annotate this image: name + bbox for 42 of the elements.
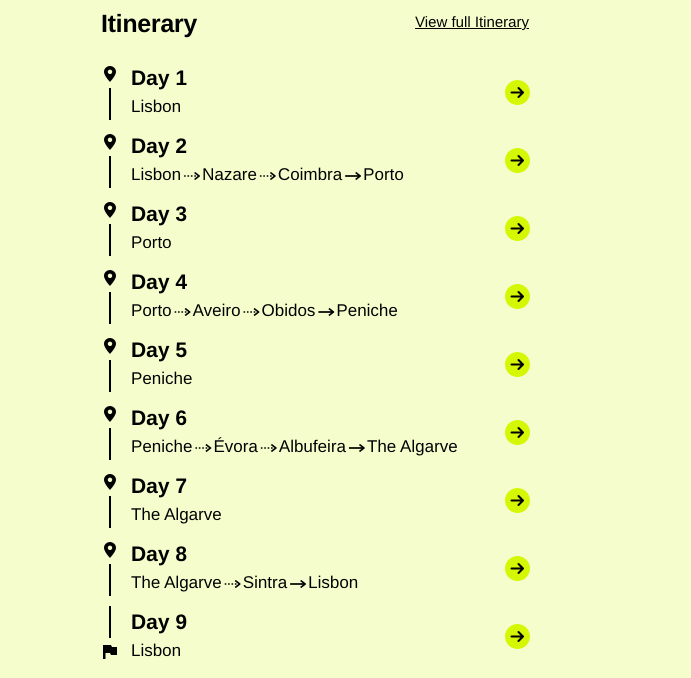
place-name: The Algarve — [131, 572, 222, 594]
dotted-arrow — [224, 580, 241, 588]
place-name: Obidos — [262, 300, 316, 322]
day-heading: Day 5 — [131, 339, 188, 363]
place-name: Peniche — [131, 368, 192, 390]
place-name: Lisbon — [308, 572, 358, 594]
arrow — [290, 580, 306, 588]
arrow — [348, 444, 365, 452]
place-name: Aveiro — [192, 300, 241, 322]
day-heading: Day 8 — [131, 543, 188, 567]
place-name: Lisbon — [131, 164, 182, 186]
day-heading: Day 2 — [131, 135, 188, 159]
place-name: Évora — [213, 436, 258, 458]
place-name: Lisbon — [131, 96, 182, 118]
arrow — [318, 308, 334, 316]
arrow — [345, 172, 362, 180]
day-heading: Day 6 — [131, 407, 188, 431]
day-heading: Day 3 — [131, 203, 188, 227]
section-title: Itinerary — [101, 9, 197, 39]
place-name: The Algarve — [366, 436, 458, 458]
dotted-arrow — [260, 444, 277, 452]
day-heading: Day 1 — [131, 67, 188, 91]
place-name: Sintra — [242, 572, 288, 594]
dotted-arrow — [244, 308, 260, 316]
place-name: Porto — [131, 232, 172, 254]
day-heading: Day 4 — [131, 271, 188, 295]
place-name: Nazare — [202, 164, 257, 186]
place-name: The Algarve — [131, 504, 222, 526]
view-itinerary-link: View full Itinerary — [415, 14, 529, 32]
place-name: Peniche — [336, 300, 398, 322]
place-name: Lisbon — [131, 640, 182, 662]
place-name: Coimbra — [278, 164, 342, 186]
dotted-arrow — [195, 444, 212, 452]
dotted-arrow — [260, 172, 276, 180]
dotted-arrow — [184, 172, 200, 180]
place-name: Peniche — [131, 436, 192, 458]
day-heading: Day 7 — [131, 475, 188, 499]
day-heading: Day 9 — [131, 611, 188, 635]
place-name: Porto — [363, 164, 404, 186]
place-name: Albufeira — [278, 436, 346, 458]
dotted-arrow — [174, 308, 190, 316]
place-name: Porto — [131, 300, 172, 322]
